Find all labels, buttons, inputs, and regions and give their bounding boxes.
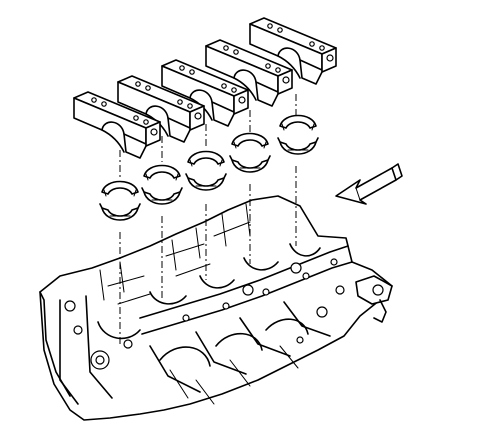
bearing-shell-2	[141, 164, 183, 205]
bearing-cap-2	[117, 75, 205, 143]
engine-block	[39, 195, 393, 421]
bearing-cap-1	[73, 91, 161, 159]
bearing-cap-5	[249, 17, 337, 85]
bearing-shells	[99, 114, 319, 221]
bearing-caps	[73, 17, 337, 159]
bearing-shell-4	[229, 132, 271, 173]
bearing-shell-5	[277, 114, 319, 155]
front-direction-arrow	[335, 163, 403, 205]
bearing-cap-3	[161, 59, 249, 127]
alignment-lines	[119, 94, 297, 346]
bearing-shell-1	[99, 180, 141, 221]
bearing-shell-3	[185, 150, 227, 191]
bearing-cap-4	[205, 39, 293, 107]
